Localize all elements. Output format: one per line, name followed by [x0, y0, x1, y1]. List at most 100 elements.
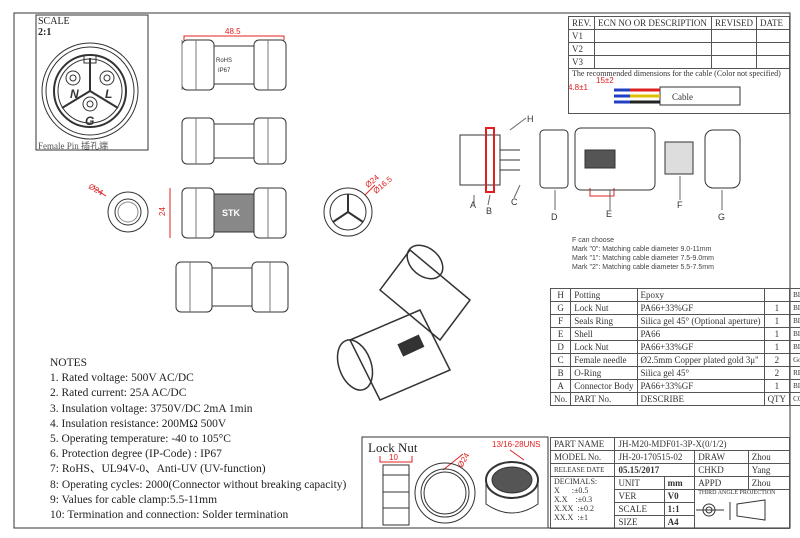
dimension-lines	[93, 35, 615, 471]
female-pin-caption: Female Pin 插孔端	[38, 141, 108, 151]
unit-label: UNIT	[614, 476, 665, 490]
scale-label: SCALE 2:1	[38, 16, 70, 38]
note-item: 1. Rated voltage: 500V AC/DC	[50, 372, 194, 385]
part-name: O-Ring	[570, 366, 638, 380]
part-describe: PA66	[636, 327, 765, 341]
appd-value: Zhou	[747, 476, 791, 490]
part-name: Seals Ring	[570, 314, 638, 328]
scale-title: SCALE	[38, 16, 70, 27]
tolerance: XX.X :±1	[554, 513, 588, 522]
part-describe: Silica gel 45° (Optional aperture)	[636, 314, 765, 328]
part-no: D	[549, 340, 572, 354]
exploded-view	[459, 117, 741, 210]
lock-nut-views	[382, 461, 539, 526]
notes-title: NOTES	[50, 357, 88, 369]
parts-row: HPottingEpoxyBLACK	[549, 288, 800, 302]
appd-label: APPD	[694, 476, 749, 490]
part-no: H	[549, 288, 572, 302]
part-describe: PA66+33%GF	[636, 301, 765, 315]
note-item: 6. Protection degree (IP-Code) : IP67	[50, 448, 222, 461]
part-name: Lock Nut	[570, 340, 638, 354]
part-name: Lock Nut	[570, 301, 638, 315]
part-name-label: PART NAME	[549, 437, 616, 451]
size-value: A4	[663, 515, 696, 529]
part-describe: PA66+33%GF	[636, 340, 765, 354]
f-options: F can choose Mark "0": Matching cable di…	[572, 236, 714, 272]
part-describe: Ø2.5mm Copper plated gold 3μ"	[636, 353, 765, 367]
scale-label-tb: SCALE	[614, 502, 665, 516]
part-color: Golden	[789, 353, 800, 367]
ip-mark: IP67	[218, 68, 231, 74]
rev-row: V1	[567, 29, 596, 43]
f-option: Mark "1": Matching cable diameter 7.5-9.…	[572, 255, 714, 262]
release-value: 05.15/2017	[614, 463, 696, 477]
label-g: G	[718, 212, 725, 222]
f-option: Mark "0": Matching cable diameter 9.0-11…	[572, 246, 712, 253]
label-b: B	[486, 206, 492, 216]
note-item: 8: Operating cycles: 2000(Connector with…	[50, 478, 347, 491]
part-describe: Silica gel 45°	[636, 366, 765, 380]
part-qty: 1	[763, 340, 791, 354]
tolerance: X.X :±0.3	[554, 495, 593, 504]
part-name: Shell	[570, 327, 638, 341]
part-color: BLACK	[789, 379, 800, 393]
pin-label-n: N	[70, 87, 79, 101]
note-item: 2. Rated current: 25A AC/DC	[50, 387, 187, 400]
dim-height: 24	[158, 207, 167, 216]
label-f: F	[677, 200, 683, 210]
part-color: BLACK	[789, 314, 800, 328]
f-options-title: F can choose	[572, 237, 615, 244]
tolerance: X :±0.5	[554, 486, 589, 495]
label-e: E	[606, 209, 612, 219]
parts-row: EShellPA661BLACK	[549, 327, 800, 341]
label-d: D	[551, 212, 558, 222]
isometric-views	[336, 244, 472, 401]
rev-row: V3	[567, 55, 596, 69]
model-value: JH-20-170515-02	[614, 450, 696, 464]
part-no: F	[549, 314, 572, 328]
revised-header: REVISED	[711, 16, 757, 30]
draw-value: Zhou	[747, 450, 791, 464]
label-a: A	[470, 200, 476, 210]
part-describe: DESCRIBE	[636, 392, 765, 406]
rohs-mark: RoHS	[216, 58, 232, 64]
dim-locknut-dia: Ø24	[456, 451, 472, 469]
logo-mark: STK	[222, 208, 241, 218]
part-qty: 1	[763, 301, 791, 315]
part-no: E	[549, 327, 572, 341]
scale-value-tb: 1:1	[663, 502, 696, 516]
part-no: B	[549, 366, 572, 380]
size-label: SIZE	[614, 515, 665, 529]
part-color: BLACK	[789, 340, 800, 354]
unit-value: mm	[663, 476, 696, 490]
f-option: Mark "2": Matching cable diameter 5.5-7.…	[572, 264, 714, 271]
note-item: 4. Insulation resistance: 200MΩ 500V	[50, 417, 227, 430]
part-no: C	[549, 353, 572, 367]
note-item: 7: RoHS、UL94V-0、Anti-UV (UV-function)	[50, 463, 266, 476]
part-no: No.	[549, 392, 572, 406]
note-item: 3. Insulation voltage: 3750V/DC 2mA 1min	[50, 402, 253, 415]
lock-nut-title: Lock Nut	[368, 440, 418, 455]
scale-view-box	[35, 14, 149, 151]
lock-nut-box	[361, 436, 549, 529]
date-header: DATE	[756, 16, 790, 30]
part-qty: QTY	[763, 392, 791, 406]
part-qty: 1	[763, 379, 791, 393]
note-item: 5. Operating temperature: -40 to 105°C	[50, 433, 231, 446]
part-describe: PA66+33%GF	[636, 379, 765, 393]
dim-locknut-width: 10	[389, 453, 398, 462]
decimals-title: DECIMALS:	[554, 477, 598, 486]
ver-value: V0	[663, 489, 696, 503]
note-item: 10: Termination and connection: Solder t…	[50, 509, 289, 522]
chkd-value: Yang	[747, 463, 791, 477]
pin-label-l: L	[105, 87, 112, 101]
rev-header: REV.	[567, 16, 596, 30]
release-label: RELEASE DATE	[549, 463, 616, 477]
label-h: H	[527, 114, 534, 124]
